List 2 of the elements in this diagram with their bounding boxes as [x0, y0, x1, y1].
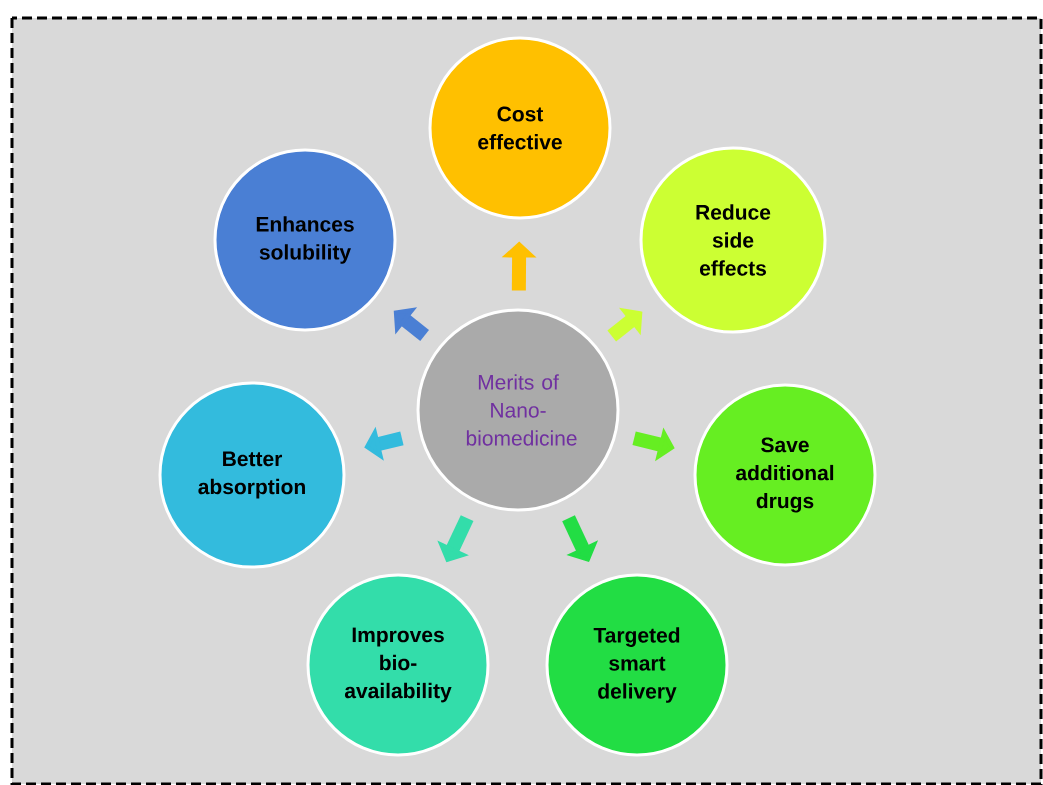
arrow: [393, 307, 429, 341]
arrow: [607, 307, 643, 342]
